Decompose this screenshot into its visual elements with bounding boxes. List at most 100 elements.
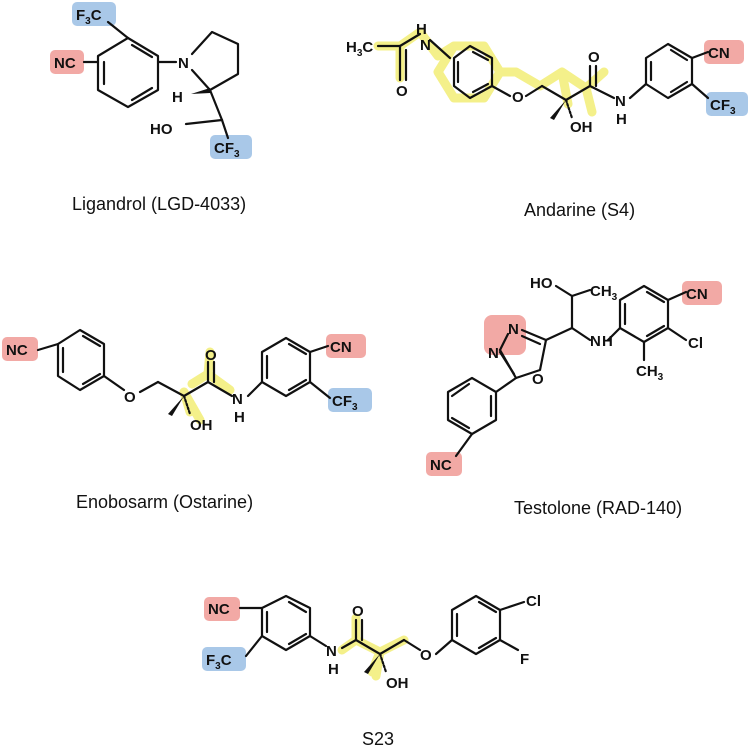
pyrrolidine-ring bbox=[190, 30, 240, 92]
carbonyl-oxygen-label: O bbox=[588, 49, 600, 66]
bond bbox=[308, 344, 330, 354]
nitrile-highlight bbox=[2, 337, 38, 361]
ring-double-bonds bbox=[456, 50, 490, 94]
bond bbox=[588, 84, 616, 100]
nitrile-highlight bbox=[204, 597, 240, 621]
ether-oxygen-label: O bbox=[512, 89, 524, 106]
bond bbox=[490, 84, 512, 98]
cf3-label: CF3 bbox=[332, 393, 358, 413]
f3c-label: F3C bbox=[76, 7, 102, 27]
bond bbox=[340, 638, 358, 650]
bond bbox=[208, 88, 224, 122]
benzene-ring bbox=[618, 284, 670, 344]
benzene-ring bbox=[56, 328, 106, 392]
trifluoromethyl-highlight bbox=[210, 135, 252, 159]
hydroxyl-label: HO bbox=[530, 275, 553, 292]
wedge-bond bbox=[191, 88, 210, 94]
nh-hydrogen-label: H bbox=[416, 21, 427, 38]
s23-caption: S23 bbox=[362, 729, 394, 749]
nitrogen-label: N bbox=[232, 391, 243, 408]
bond bbox=[244, 634, 264, 658]
bond bbox=[182, 380, 210, 398]
bond bbox=[524, 84, 544, 98]
bond bbox=[570, 288, 592, 298]
bond bbox=[498, 600, 526, 612]
nc-label: NC bbox=[430, 457, 452, 474]
bond bbox=[498, 332, 510, 352]
benzene-ring bbox=[644, 42, 694, 100]
bond bbox=[564, 84, 592, 102]
hydroxyl-label: OH bbox=[190, 417, 213, 434]
bond bbox=[354, 638, 382, 656]
trifluoromethyl-highlight bbox=[328, 388, 372, 412]
f3c-label: F3C bbox=[206, 652, 232, 672]
ether-oxygen-label: O bbox=[124, 389, 136, 406]
bond bbox=[308, 634, 328, 648]
bond bbox=[220, 118, 230, 140]
hydrogen-label: H bbox=[172, 89, 183, 106]
bond bbox=[428, 38, 452, 60]
bond bbox=[520, 334, 542, 346]
wedge-bond bbox=[550, 100, 566, 120]
nh-hydrogen-label: H bbox=[602, 333, 613, 350]
nitrile-highlight bbox=[50, 50, 84, 74]
benzene-ring bbox=[452, 44, 494, 100]
bond bbox=[138, 380, 160, 394]
bond bbox=[246, 380, 264, 398]
cf3-label: CF3 bbox=[710, 97, 736, 117]
ring-double-bonds bbox=[450, 382, 493, 430]
ether-oxygen-label: O bbox=[420, 647, 432, 664]
carbonyl-oxygen-label: O bbox=[396, 83, 408, 100]
ring-double-bonds bbox=[623, 290, 666, 338]
bond bbox=[378, 638, 406, 656]
backbone-highlight bbox=[337, 613, 409, 681]
ring-double-bonds bbox=[265, 342, 308, 392]
bond bbox=[554, 284, 574, 298]
bond bbox=[182, 394, 192, 416]
enobosarm-caption: Enobosarm (Ostarine) bbox=[76, 492, 253, 512]
ring-double-bonds bbox=[61, 334, 102, 386]
cf3-label: CF3 bbox=[214, 140, 240, 160]
trifluoromethyl-highlight bbox=[202, 647, 246, 671]
trifluoromethyl-highlight bbox=[706, 92, 748, 116]
chloro-label: Cl bbox=[688, 335, 703, 352]
bond bbox=[690, 50, 710, 60]
nitrogen-label: N bbox=[178, 55, 189, 72]
enobosarm-structure: NC O O N H OH CN CF3 Enobosarm (Ostarine… bbox=[2, 328, 372, 512]
nc-label: NC bbox=[208, 601, 230, 618]
s23-structure: NC F3C O O N H OH Cl F S23 bbox=[202, 593, 541, 749]
ring-double-bonds bbox=[265, 600, 308, 646]
methyl-label: CH3 bbox=[590, 283, 618, 303]
bond bbox=[690, 82, 710, 100]
wedge-bond bbox=[364, 654, 380, 674]
nitrogen-label: N bbox=[420, 37, 431, 54]
benzene-ring bbox=[450, 594, 502, 656]
bond bbox=[570, 326, 592, 342]
cn-label: CN bbox=[686, 286, 708, 303]
andarine-caption: Andarine (S4) bbox=[524, 200, 635, 220]
bond bbox=[156, 380, 186, 398]
nh-hydrogen-label: H bbox=[234, 409, 245, 426]
nitrogen-label: N bbox=[326, 643, 337, 660]
bond bbox=[666, 290, 688, 302]
nh-hydrogen-label: H bbox=[328, 661, 339, 678]
bond bbox=[106, 20, 130, 40]
testolone-caption: Testolone (RAD-140) bbox=[514, 498, 682, 518]
hydroxyl-label: HO bbox=[150, 121, 173, 138]
nc-label: NC bbox=[6, 342, 28, 359]
nc-label: NC bbox=[54, 55, 76, 72]
bond bbox=[544, 326, 574, 342]
oxadiazole-oxygen-label: O bbox=[532, 371, 544, 388]
nitrogen-label: N bbox=[615, 93, 626, 110]
benzene-ring bbox=[260, 594, 312, 652]
bond bbox=[606, 326, 622, 342]
cn-label: CN bbox=[708, 45, 730, 62]
bond bbox=[184, 118, 224, 126]
hydroxyl-label: OH bbox=[386, 675, 409, 692]
oxadiazole-highlight bbox=[484, 315, 526, 355]
ligandrol-caption: Ligandrol (LGD-4033) bbox=[72, 194, 246, 214]
bond bbox=[398, 32, 422, 48]
wedge-bond bbox=[168, 396, 184, 416]
bond bbox=[628, 82, 648, 100]
